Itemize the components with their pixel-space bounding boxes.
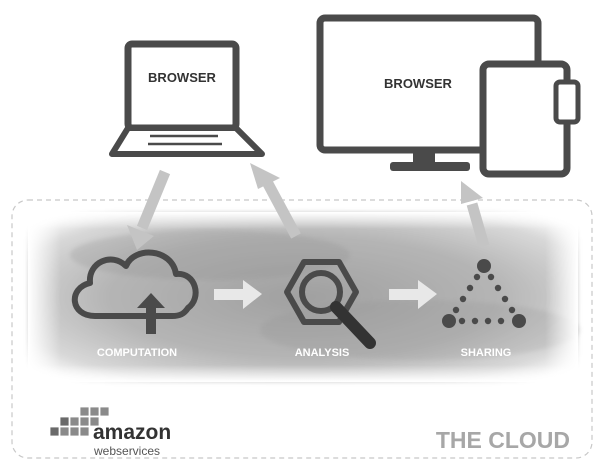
arrow-analysis-to-sharing — [389, 280, 437, 309]
computation-label: COMPUTATION — [97, 347, 177, 359]
monitor-browser-label: BROWSER — [384, 76, 453, 91]
laptop-browser-label: BROWSER — [148, 70, 217, 85]
arrow-analysis-to-laptop — [250, 163, 301, 239]
the-cloud-label: THE CLOUD — [436, 427, 570, 453]
arrow-sharing-to-monitor — [461, 181, 490, 248]
share-triangle-icon — [442, 259, 526, 328]
aws-cubes-icon — [49, 406, 110, 437]
sharing-label: SHARING — [461, 347, 512, 359]
cloud-upload-icon — [71, 249, 199, 334]
analysis-label: ANALYSIS — [295, 347, 350, 359]
cloud-region-border — [11, 199, 593, 459]
tablet-icon — [479, 60, 581, 178]
laptop-icon — [109, 40, 265, 157]
hexagon-magnifier-icon — [284, 259, 376, 349]
flow-arrows — [127, 163, 490, 309]
arrow-computation-to-analysis — [214, 280, 262, 309]
arrow-laptop-to-computation — [127, 169, 171, 250]
aws-brand-name: amazon — [93, 421, 171, 444]
aws-brand-sub: webservices — [93, 444, 160, 458]
